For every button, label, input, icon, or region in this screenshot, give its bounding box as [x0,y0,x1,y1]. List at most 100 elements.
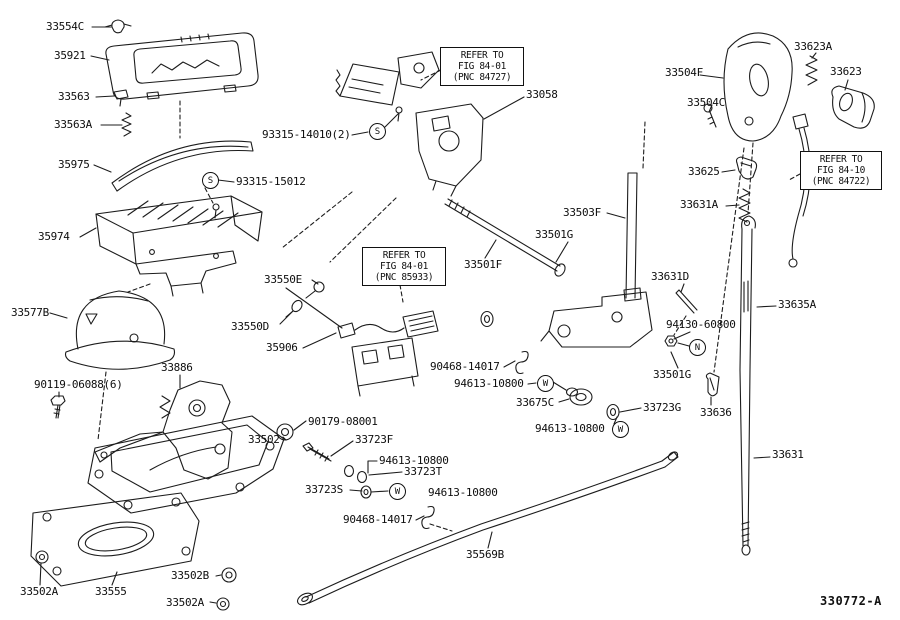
rod-33501F-drawing [444,198,566,277]
part-label-33563: 33563 [58,90,90,103]
spring-33631A-drawing [738,188,751,223]
refer-box-85933: REFER TO FIG 84-01 (PNC 85933) [362,247,446,286]
part-label-33503F: 33503F [563,206,601,219]
part-label-33501G-2: 33501G [653,368,691,381]
part-label-33502B: 33502B [171,569,209,582]
shift-bezel-drawing [105,32,259,100]
bushing-ring-drawing [480,310,494,328]
gasket-33555-drawing [30,492,200,587]
part-label-33502: 33502 [248,433,280,446]
washer-symbol-1: W [537,375,554,392]
detent-parts-drawing [285,281,343,329]
interlock-assembly-drawing [335,51,484,197]
part-label-94613-10800-c: 94613-10800 [379,454,449,467]
part-label-33723G: 33723G [643,401,681,414]
part-label-33058: 33058 [526,88,558,101]
leader-lines [39,26,849,604]
part-label-33723F: 33723F [355,433,393,446]
spring-33623A-drawing [805,55,818,86]
part-label-33675C: 33675C [516,396,554,409]
part-label-35569B: 35569B [466,548,504,561]
clip-33636-drawing [705,372,720,397]
part-label-94613-10800-d: 94613-10800 [428,486,498,499]
projection-lines [97,69,801,532]
button-33623-drawing [831,85,875,129]
part-label-35974: 35974 [38,230,70,243]
grommet-33502A-right-drawing [216,597,230,611]
part-label-33502A-2: 33502A [166,596,204,609]
part-label-90468-14017-b: 90468-14017 [343,513,413,526]
part-label-93315-15012: 93315-15012 [236,175,306,188]
part-label-33563A: 33563A [54,118,92,131]
screw-93315-15012-drawing [212,203,220,219]
refer-line: (PNC 84727) [452,72,512,83]
rod-33635A-drawing [739,215,756,556]
housing-35974-drawing [95,195,263,297]
pin-33631D-drawing [675,289,698,314]
boot-33577B-drawing [64,290,176,370]
nut-symbol-1: N [689,339,706,356]
refer-line: REFER TO [382,250,426,261]
part-label-33723S: 33723S [305,483,343,496]
part-label-90119-06088: 90119-06088(6) [34,378,123,391]
refer-line: FIG 84-01 [380,261,428,272]
bushing-33723G-drawing [606,403,620,421]
part-label-94130-60800: 94130-60800 [666,318,736,331]
hook-clip-top-drawing [515,350,529,375]
part-label-33555: 33555 [95,585,127,598]
part-label-90179-08001: 90179-08001 [308,415,378,428]
part-label-33550D: 33550D [231,320,269,333]
part-label-33635A: 33635A [778,298,816,311]
bracket-33886-drawing [94,380,233,480]
part-label-33623: 33623 [830,65,862,78]
part-label-35975: 35975 [58,158,90,171]
part-label-33631: 33631 [772,448,804,461]
part-label-94613-10800-a: 94613-10800 [454,377,524,390]
part-label-90468-14017-a: 90468-14017 [430,360,500,373]
harness-35906-drawing [337,310,439,397]
refer-line: (PNC 85933) [374,272,434,283]
part-label-33504C: 33504C [687,96,725,109]
refer-line: FIG 84-01 [458,61,506,72]
rod-35569B-drawing [297,451,679,606]
part-label-33631A: 33631A [680,198,718,211]
part-label-33554C: 33554C [46,20,84,33]
shift-knob-drawing [723,32,793,142]
refer-line: (PNC 84722) [811,176,871,187]
lever-33503F-drawing [540,172,653,348]
part-label-94613-10800-b: 94613-10800 [535,422,605,435]
part-label-35921: 35921 [54,49,86,62]
part-label-33723T: 33723T [404,465,442,478]
part-label-33625: 33625 [688,165,720,178]
interlock-cable-drawing [788,113,811,268]
part-label-35906: 35906 [266,341,298,354]
bushing-33723S-drawing [360,485,372,499]
part-label-33501G-1: 33501G [535,228,573,241]
part-label-33501F: 33501F [464,258,502,271]
bolt-90119-drawing [50,395,66,419]
refer-line: REFER TO [460,50,504,61]
clip-33554C-drawing [104,19,132,34]
nut-94130-drawing [664,335,678,347]
refer-box-84727: REFER TO FIG 84-01 (PNC 84727) [440,47,524,86]
part-label-33577B: 33577B [11,306,49,319]
spring-33563A-drawing [121,112,132,137]
screw-symbol-2: S [202,172,219,189]
part-label-33631D: 33631D [651,270,689,283]
part-label-33504F: 33504F [665,66,703,79]
screw-symbol-1: S [369,123,386,140]
part-label-93315-14010: 93315-14010(2) [262,128,351,141]
grommet-33675C-drawing [569,388,593,406]
trim-35975-drawing [111,140,254,192]
bushing-33502-drawing [276,423,294,441]
clip-33563-drawing [113,89,129,107]
part-label-33502A-1: 33502A [20,585,58,598]
washer-symbol-3: W [389,483,406,500]
washer-drawing [565,387,579,397]
hook-clip-bottom-drawing [421,505,435,530]
refer-line: REFER TO [819,154,863,165]
refer-line: FIG 84-10 [817,165,865,176]
refer-box-84722: REFER TO FIG 84-10 (PNC 84722) [800,151,882,190]
